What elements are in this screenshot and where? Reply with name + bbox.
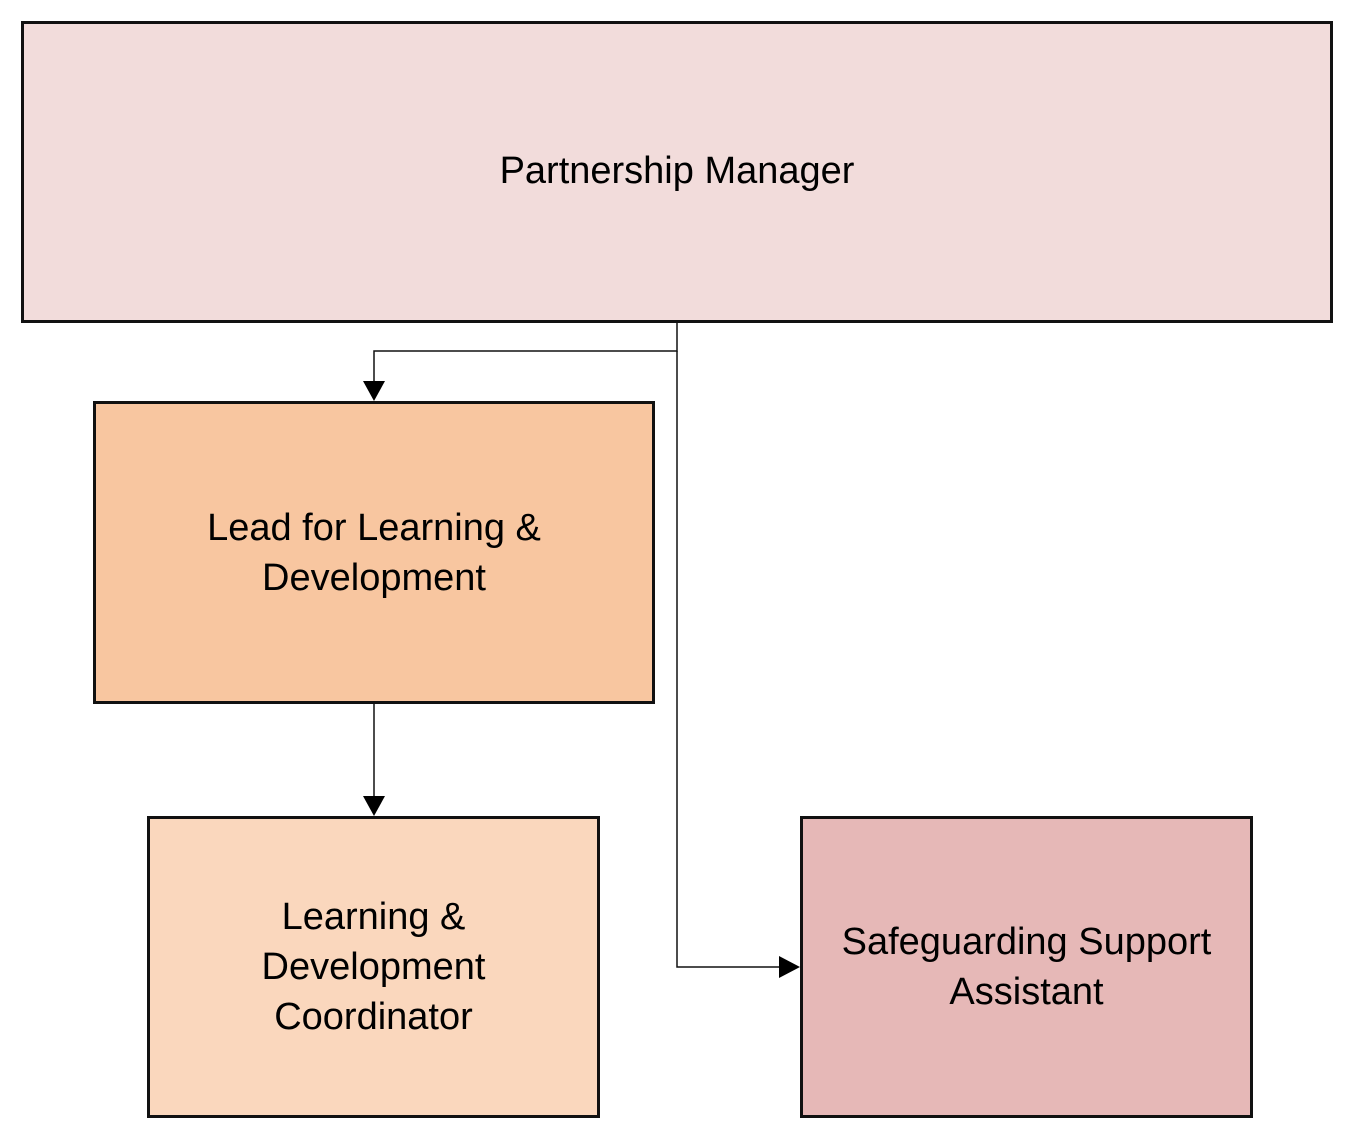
edge-manager-to-safe: [676, 351, 780, 968]
node-label: Learning & Development Coordinator: [262, 892, 486, 1042]
node-label-line: Assistant: [949, 971, 1104, 1013]
node-partnership-manager: Partnership Manager: [21, 21, 1333, 323]
node-label: Partnership Manager: [500, 146, 855, 196]
arrowhead-safe: [779, 956, 800, 978]
node-label: Safeguarding Support Assistant: [842, 917, 1212, 1017]
node-label: Lead for Learning & Development: [207, 503, 541, 603]
node-label-line: Development: [262, 556, 486, 599]
node-lead-learning-development: Lead for Learning & Development: [93, 401, 655, 704]
node-safeguarding-support-assistant: Safeguarding Support Assistant: [800, 816, 1253, 1118]
node-label-line: Lead for Learning &: [207, 506, 541, 549]
node-label-line: Safeguarding Support: [841, 921, 1212, 963]
node-label-line: Development: [261, 946, 486, 988]
node-label-line: Learning &: [281, 896, 466, 938]
arrowhead-lead: [363, 381, 385, 401]
node-label-line: Partnership Manager: [499, 150, 855, 192]
edge-manager-to-lead: [373, 323, 678, 382]
node-learning-development-coordinator: Learning & Development Coordinator: [147, 816, 600, 1118]
arrowhead-coord: [363, 796, 385, 816]
node-label-line: Coordinator: [274, 996, 473, 1038]
